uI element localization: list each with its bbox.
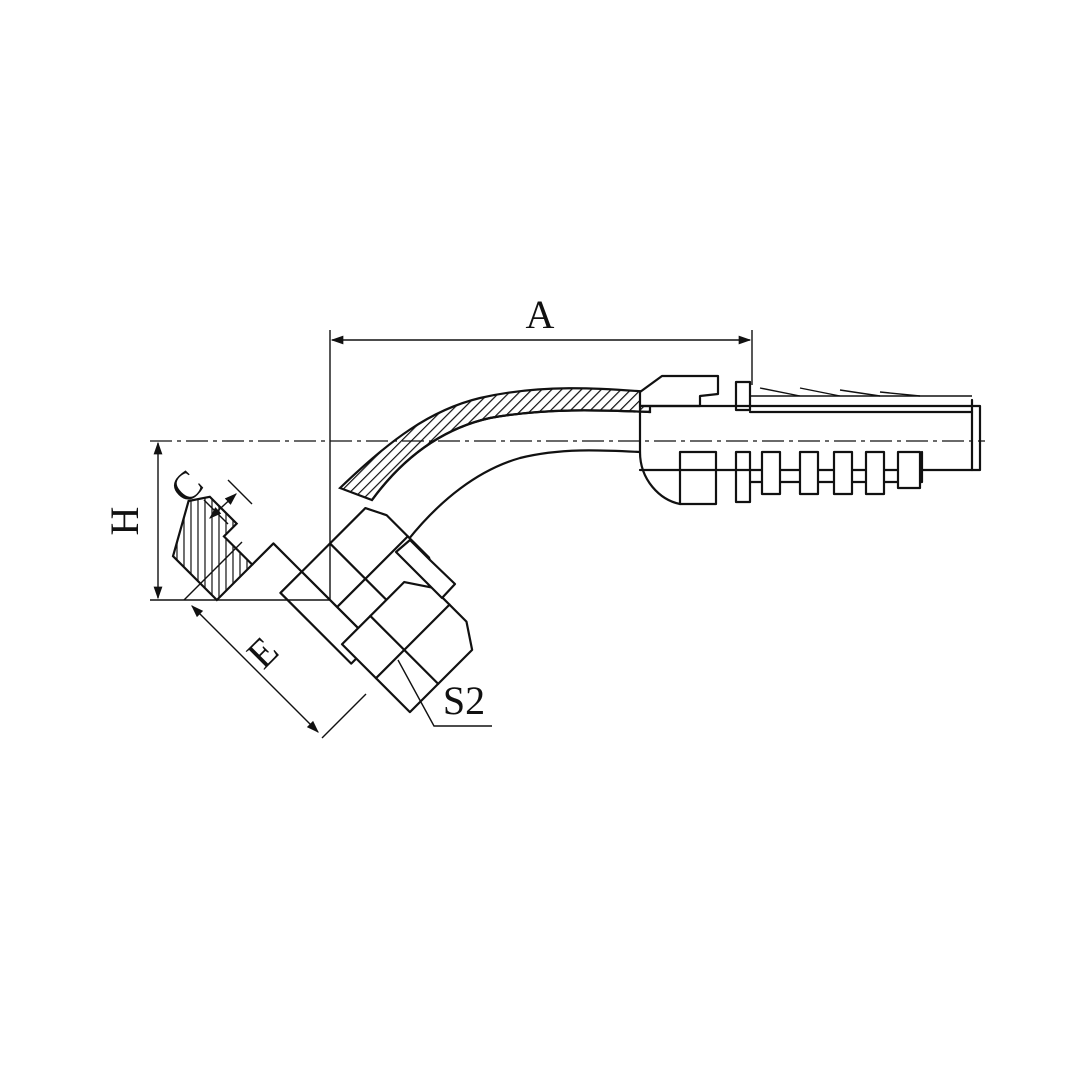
dimension-h-label: H	[102, 507, 147, 536]
dimension-h: H	[102, 441, 330, 601]
dimension-a-label: A	[526, 292, 555, 337]
dimension-e-label: E	[238, 628, 287, 677]
leader-s2: S2	[397, 659, 492, 727]
dimension-a: A	[329, 292, 753, 600]
collar	[638, 374, 720, 408]
barbs	[750, 387, 972, 496]
hose-tail	[337, 374, 982, 542]
stop-shoulder	[678, 450, 718, 506]
hex-nut-s2	[340, 580, 474, 714]
s2-label: S2	[443, 678, 485, 723]
stop-ring-bottom	[734, 450, 752, 504]
nut-back-ring	[394, 538, 457, 600]
